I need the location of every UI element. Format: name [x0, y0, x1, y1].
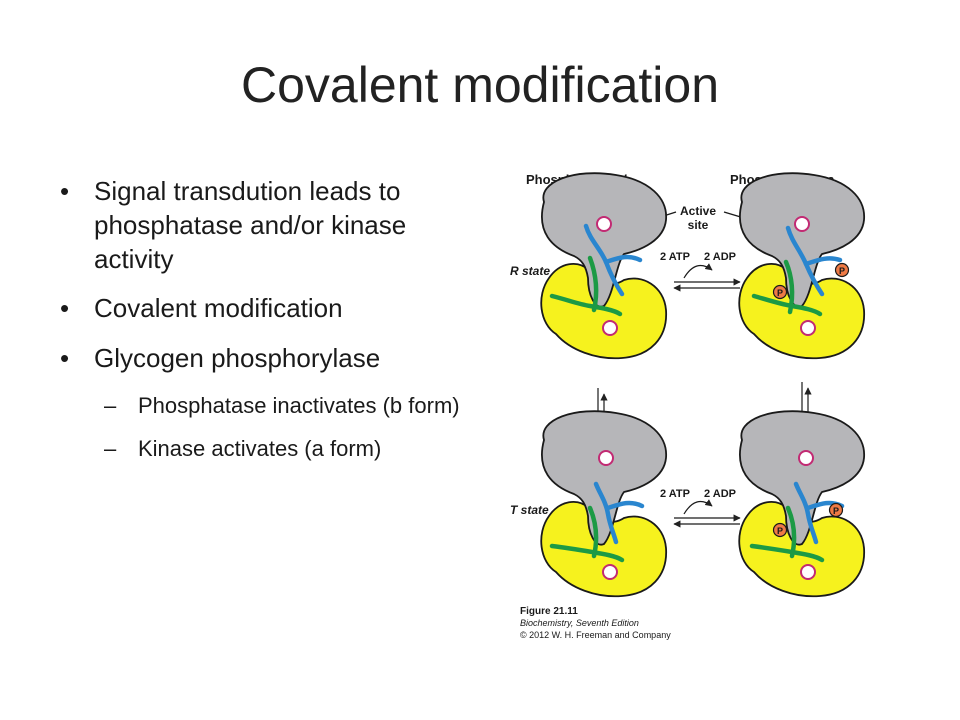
svg-text:P: P: [777, 288, 783, 298]
enzyme-r-state-a: P P: [738, 172, 866, 360]
svg-text:P: P: [777, 526, 783, 536]
green-helix-stem: [783, 259, 795, 315]
binding-site-ring: [800, 564, 816, 580]
blue-helix-branch: [603, 254, 643, 265]
atp-label-top: 2 ATP: [660, 251, 690, 263]
bullet-list: Signal transdution leads to phosphatase …: [60, 175, 480, 477]
blue-helix-branch: [803, 256, 843, 267]
binding-site-ring: [602, 564, 618, 580]
active-site-ring: [596, 216, 612, 232]
bullet-covalent-modification: Covalent modification: [60, 292, 480, 326]
bullet-signal-transduction: Signal transdution leads to phosphatase …: [60, 175, 480, 276]
active-site-ring: [798, 450, 814, 466]
phosphate-group: P: [834, 262, 850, 278]
phosphate-group: P: [772, 522, 788, 538]
enzyme-t-state-b: [540, 410, 668, 598]
green-helix-stem: [785, 505, 797, 559]
subbullet-kinase: Kinase activates (a form): [60, 435, 480, 464]
phosphorylase-figure: Phosphorylase b Phosphorylase a Active s…: [510, 172, 866, 640]
blue-helix-branch: [605, 500, 645, 511]
active-site-label-line2: site: [688, 218, 709, 232]
atp-label-bottom: 2 ATP: [660, 488, 690, 500]
atp-adp-curved-arrow-top: [683, 263, 713, 279]
r-state-label: R state: [510, 264, 550, 278]
caption-book: Biochemistry, Seventh Edition: [520, 618, 639, 628]
blue-helix: [793, 481, 819, 545]
enzyme-r-state-b: [540, 172, 668, 360]
green-helix-stem: [587, 255, 599, 313]
green-helix: [549, 293, 623, 317]
active-site-ring: [598, 450, 614, 466]
caption-figure-number: Figure 21.11: [520, 606, 578, 617]
t-state-label: T state: [510, 503, 549, 517]
subbullet-phosphatase: Phosphatase inactivates (b form): [60, 392, 480, 421]
binding-site-ring: [602, 320, 618, 336]
slide-title: Covalent modification: [240, 57, 720, 113]
adp-label-bottom: 2 ADP: [704, 488, 736, 500]
active-site-label-line1: Active: [680, 204, 716, 218]
green-helix-stem: [587, 505, 599, 559]
enzyme-t-state-a: P P: [738, 410, 866, 598]
blue-helix: [593, 481, 619, 545]
svg-text:P: P: [833, 506, 839, 516]
phosphate-group: P: [828, 502, 844, 518]
phosphate-group: P: [772, 284, 788, 300]
adp-label-top: 2 ADP: [704, 251, 736, 263]
svg-text:P: P: [839, 266, 845, 276]
bullet-glycogen-phosphorylase: Glycogen phosphorylase: [60, 342, 480, 376]
caption-copyright: © 2012 W. H. Freeman and Company: [520, 630, 671, 640]
atp-adp-curved-arrow-bottom: [683, 499, 713, 515]
green-helix: [549, 543, 625, 563]
binding-site-ring: [800, 320, 816, 336]
active-site-ring: [794, 216, 810, 232]
